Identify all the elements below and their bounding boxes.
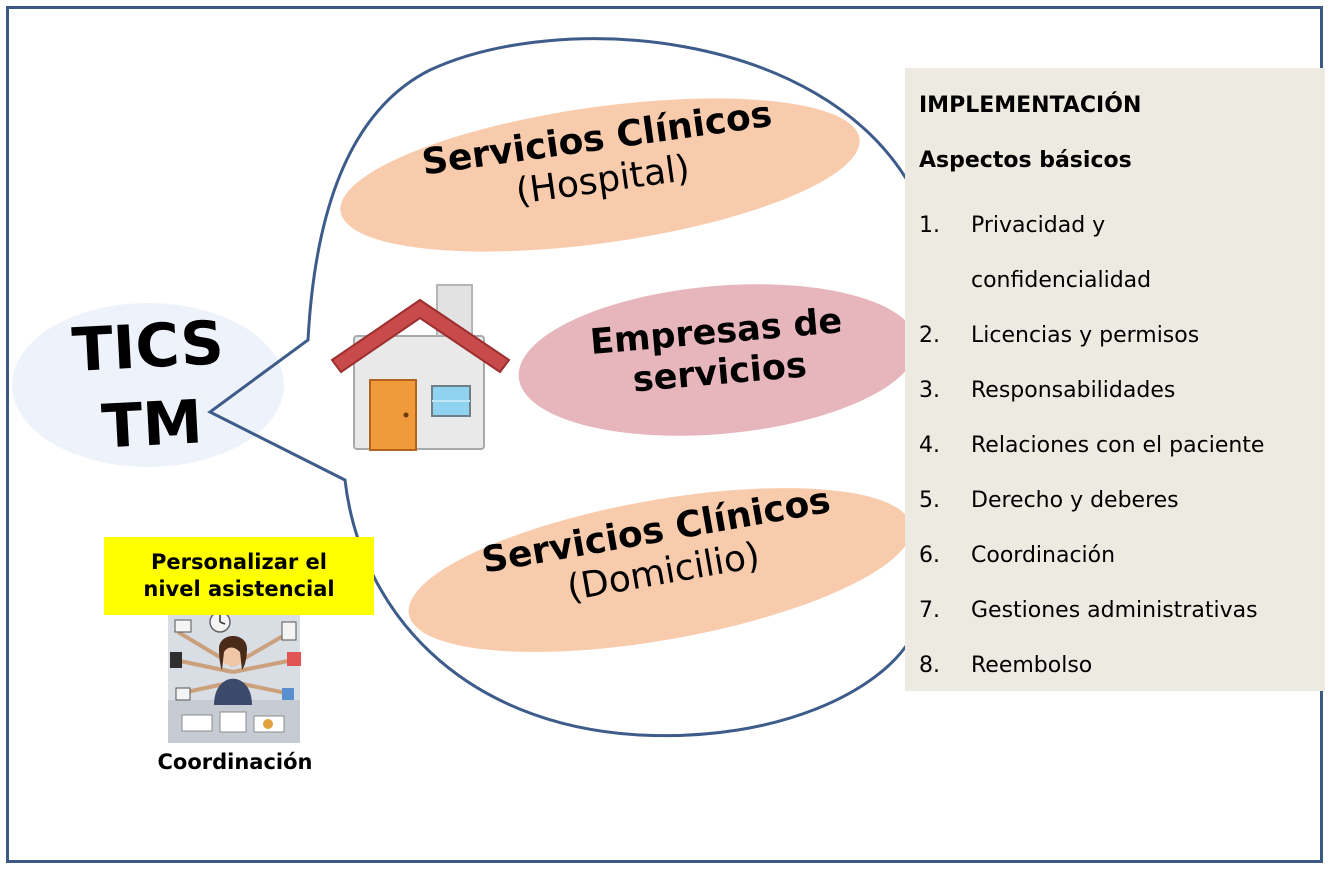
implementation-panel: IMPLEMENTACIÓN Aspectos básicos 1. Priva… xyxy=(905,68,1325,691)
list-item-text: Derecho y deberes xyxy=(971,488,1179,513)
list-item-text: Gestiones administrativas xyxy=(971,598,1258,623)
list-item: 6. Coordinación xyxy=(919,528,1325,583)
implementation-title: IMPLEMENTACIÓN xyxy=(919,93,1142,118)
multitasking-person-icon xyxy=(168,608,301,743)
list-item: 7. Gestiones administrativas xyxy=(919,583,1325,638)
bubble-domicilio xyxy=(408,488,912,652)
implementation-subtitle: Aspectos básicos xyxy=(919,148,1132,173)
list-item: 5. Derecho y deberes xyxy=(919,473,1325,528)
list-item-text: Responsabilidades xyxy=(971,378,1176,403)
house-icon xyxy=(330,284,511,451)
list-item-text: Reembolso xyxy=(971,653,1093,678)
center-label-line1: TICS xyxy=(70,308,226,386)
list-item-text: Relaciones con el paciente xyxy=(971,433,1265,458)
list-item: 1. Privacidad y confidencialidad xyxy=(919,198,1325,308)
personalize-line1: Personalizar el xyxy=(151,550,327,574)
list-item-number: 4. xyxy=(919,433,940,458)
list-item-number: 1. xyxy=(919,213,940,238)
list-item: 3. Responsabilidades xyxy=(919,363,1325,418)
list-item-number: 5. xyxy=(919,488,940,513)
center-label-line2: TM xyxy=(99,387,205,463)
list-item-text: Privacidad y xyxy=(971,213,1106,238)
list-item-text: Licencias y permisos xyxy=(971,323,1200,348)
list-item: 4. Relaciones con el paciente xyxy=(919,418,1325,473)
list-item-text-continued: confidencialidad xyxy=(971,268,1152,293)
list-item: 8. Reembolso xyxy=(919,638,1325,693)
center-label: TICS TM xyxy=(26,302,274,470)
center-ellipse xyxy=(12,303,284,467)
bubble-empresas xyxy=(518,284,918,436)
list-item: 2. Licencias y permisos xyxy=(919,308,1325,363)
personalize-line2: nivel asistencial xyxy=(143,577,335,602)
personalize-box: Personalizar el nivel asistencial xyxy=(104,537,374,615)
bubble-hospital xyxy=(340,98,860,252)
list-item-number: 6. xyxy=(919,543,940,568)
implementation-list: 1. Privacidad y confidencialidad 2. Lice… xyxy=(919,198,1325,693)
coordination-caption: Coordinación xyxy=(157,750,313,774)
list-item-number: 7. xyxy=(919,598,940,623)
speech-balloon xyxy=(207,37,912,738)
list-item-number: 3. xyxy=(919,378,940,403)
list-item-number: 8. xyxy=(919,653,940,678)
list-item-text: Coordinación xyxy=(971,543,1116,568)
list-item-number: 2. xyxy=(919,323,940,348)
